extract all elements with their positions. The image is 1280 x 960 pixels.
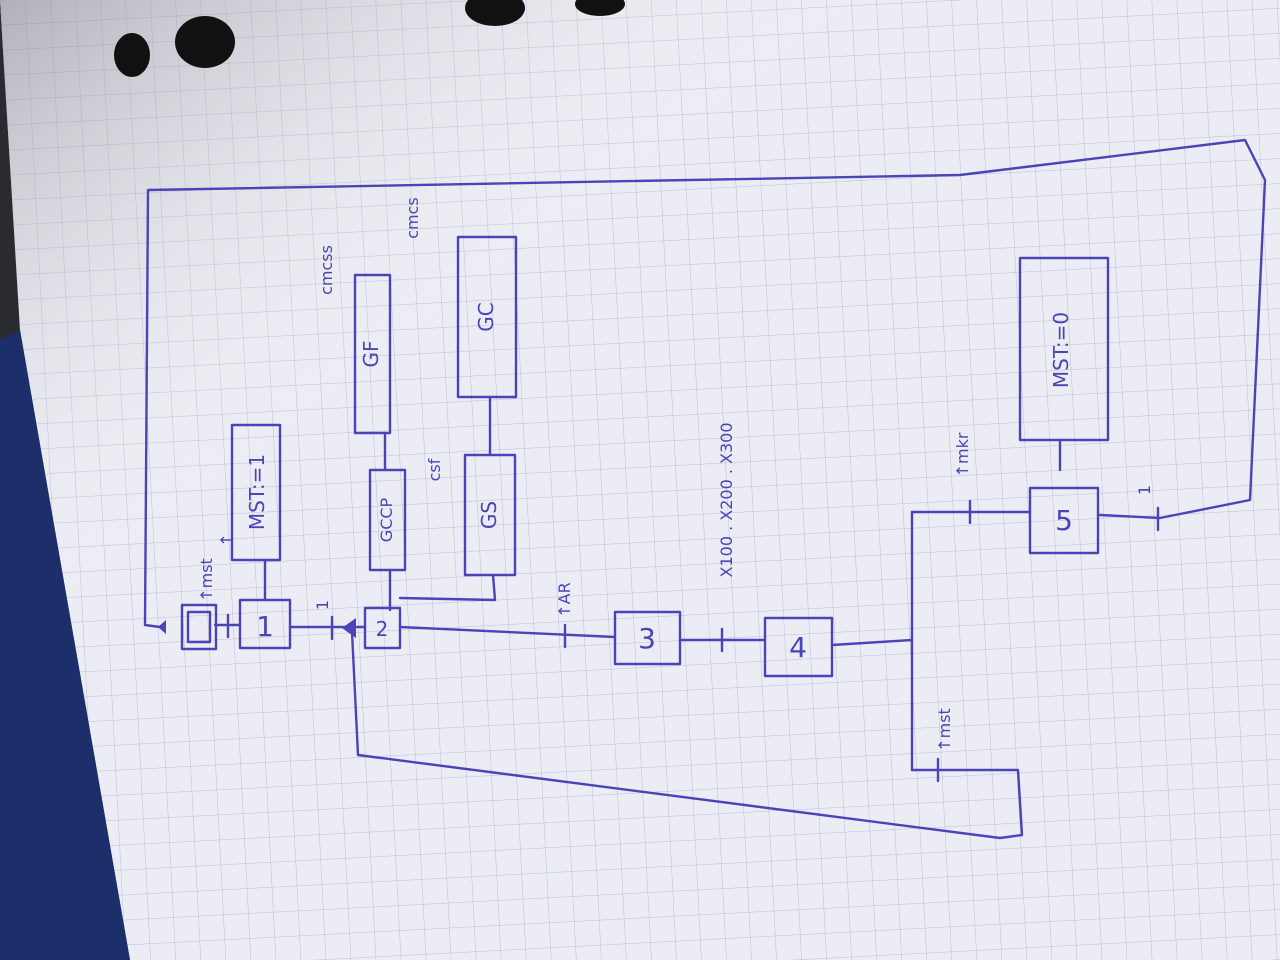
transition-2-3-label: ↑AR: [555, 582, 574, 617]
action-mst-set-label: MST:=1: [245, 454, 269, 530]
action-gc-label: GC: [474, 302, 498, 331]
step1-up-arrow: ↑: [217, 533, 236, 546]
step-5-label: 5: [1055, 504, 1073, 537]
transition-1-2-label: 1: [313, 600, 332, 610]
action-gs-label: GS: [477, 501, 501, 529]
action-mst-reset-label: MST:=0: [1049, 312, 1073, 388]
action-gf-label: GF: [359, 340, 383, 367]
step-4-label: 4: [789, 631, 807, 664]
step-3-label: 3: [638, 622, 656, 655]
binder-hole: [114, 33, 150, 77]
transition-4-5-label: ↑mkr: [953, 432, 972, 477]
binder-hole: [175, 16, 235, 68]
gs-output-note: csf: [425, 458, 444, 481]
transition-3-4-label: X100 . X200 . X300: [717, 422, 736, 577]
transition-4-loop-label: ↑mst: [935, 708, 954, 752]
transition-init-label: ↑mst: [197, 558, 216, 602]
gc-output-note: cmcs: [403, 197, 422, 239]
action-gccp-label: GCCP: [377, 497, 396, 542]
transition-5-init-label: 1: [1135, 485, 1154, 495]
step-1-label: 1: [256, 610, 274, 643]
step-2-label: 2: [376, 617, 389, 641]
gf-output-note: cmcss: [317, 245, 336, 295]
